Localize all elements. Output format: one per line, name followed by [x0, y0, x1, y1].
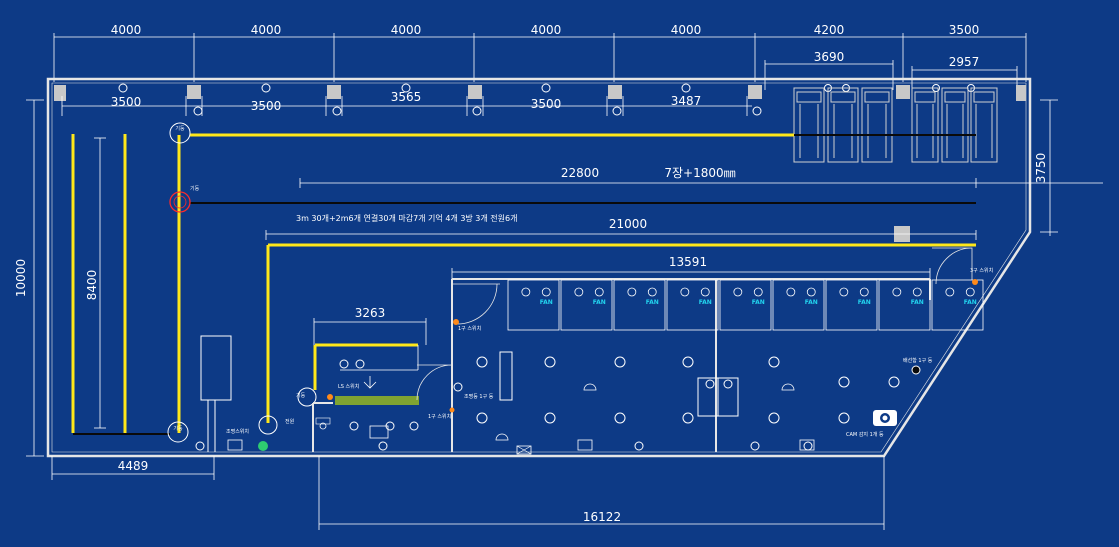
dim-21000: 21000: [265, 217, 977, 240]
label-cam-sensor: CAM 감지 1개 등: [846, 431, 884, 438]
fan-icon: [647, 287, 657, 297]
dim-top-7: 3500: [949, 23, 980, 37]
dim-13591: 13591: [451, 255, 931, 280]
dim-22800-note: 7장+1800㎜: [664, 166, 735, 180]
fan-label: FAN: [805, 299, 818, 306]
fan-unit: [825, 279, 878, 331]
fan-unit: [507, 279, 560, 331]
fan-icon: [733, 287, 743, 297]
dim-top-3: 4000: [391, 23, 422, 37]
fan-icon: [680, 287, 690, 297]
label-1gang-switch-a: 1구 스위치: [428, 413, 451, 420]
dim-22800: 22800 7장+1800㎜: [299, 166, 1103, 188]
fan-icon: [806, 287, 816, 297]
outer-walls: [46, 77, 1032, 458]
fan-label: FAN: [540, 299, 553, 306]
dim-16122-value: 16122: [583, 510, 621, 524]
label-column-top: 기둥: [175, 125, 185, 132]
label-panel-light: 배선함 1구 등: [903, 357, 933, 364]
fan-unit: [613, 279, 666, 331]
fan-label: FAN: [699, 299, 712, 306]
dim-10000: 10000: [14, 99, 44, 457]
alert-circle: [169, 191, 191, 213]
label-ls-switch: LS 스위치: [338, 383, 359, 390]
fan-icon: [627, 287, 637, 297]
dim-inner-5: 3487: [671, 94, 702, 108]
fan-icon: [965, 287, 975, 297]
dim-8400-value: 8400: [85, 270, 99, 301]
dim-top-4: 4000: [531, 23, 562, 37]
dim-inner-2: 3500: [251, 99, 282, 113]
dim-22800-value: 22800: [561, 166, 599, 180]
inner-dimension-chain: 3500 3500 3565 3500 3487: [61, 90, 752, 116]
label-column-alert: 기둥: [190, 185, 200, 192]
rack-units: [793, 87, 998, 163]
label-column-mid: 기둥: [296, 392, 306, 399]
dim-3263-value: 3263: [355, 306, 386, 320]
label-column-bottom: 기둥: [173, 425, 183, 432]
dim-10000-value: 10000: [14, 259, 28, 297]
annotation-labels: LS 스위치 조명스위치 1구 스위치 1구 스위치 조명등 1구 등 3구 스…: [226, 267, 993, 438]
fan-unit: [878, 279, 931, 331]
label-power: 전원: [285, 418, 295, 425]
fan-unit: [719, 279, 772, 331]
dim-3690: 3690: [814, 50, 845, 64]
dim-4489-value: 4489: [118, 459, 149, 473]
fan-icon: [753, 287, 763, 297]
label-3gang-switch: 3구 스위치: [970, 267, 993, 274]
dim-top-2: 4000: [251, 23, 282, 37]
label-light-switch: 조명스위치: [226, 428, 249, 435]
dim-21000-value: 21000: [609, 217, 647, 231]
top-dimension-chain: 4000 4000 4000 4000 4000 4200 3500 3690 …: [53, 23, 1027, 90]
fan-icon: [945, 287, 955, 297]
fan-icon: [521, 287, 531, 297]
dim-top-1: 4000: [111, 23, 142, 37]
fan-icon: [594, 287, 604, 297]
dim-4489: 4489: [51, 456, 215, 480]
dim-13591-value: 13591: [669, 255, 707, 269]
dim-3263: 3263: [313, 306, 427, 371]
fan-label: FAN: [752, 299, 765, 306]
power-indicator: [258, 441, 268, 451]
label-light-1gang: 조명등 1구 등: [464, 393, 494, 400]
fan-label: FAN: [911, 299, 924, 306]
dim-inner-4: 3500: [531, 97, 562, 111]
dim-inner-3: 3565: [391, 90, 422, 104]
fan-icon: [892, 287, 902, 297]
fan-icon: [541, 287, 551, 297]
fan-unit: [666, 279, 719, 331]
dim-16122: 16122: [318, 456, 885, 530]
fan-unit: [931, 279, 984, 331]
dim-2957: 2957: [949, 55, 980, 69]
dim-top-5: 4000: [671, 23, 702, 37]
fan-label: FAN: [593, 299, 606, 306]
dim-3750: 3750: [1034, 99, 1058, 236]
inner-room: [312, 247, 973, 452]
dim-8400: 8400: [85, 137, 106, 429]
fan-icon: [574, 287, 584, 297]
install-note: 3m 30개+2m6개 연결30개 마감7개 기억 4개 3방 3개 전원6개: [296, 213, 517, 223]
highlight-bar: [335, 396, 419, 405]
fan-icon: [859, 287, 869, 297]
fan-label: FAN: [964, 299, 977, 306]
dim-top-6: 4200: [814, 23, 845, 37]
fan-row: FAN FAN FAN FAN FAN FAN FAN FAN FAN: [507, 279, 984, 331]
dim-inner-1: 3500: [111, 95, 142, 109]
camera-icon: [873, 410, 897, 426]
fan-icon: [700, 287, 710, 297]
interior-fixtures: [195, 279, 978, 455]
light-tracks: [71, 133, 976, 435]
fan-label: FAN: [646, 299, 659, 306]
column-markers: 기둥 기둥 기둥 전원 기둥: [167, 122, 317, 443]
label-1gang-switch-b: 1구 스위치: [458, 325, 481, 332]
dim-3750-value: 3750: [1034, 153, 1048, 184]
fan-icon: [786, 287, 796, 297]
fan-icon: [839, 287, 849, 297]
fan-unit: [772, 279, 825, 331]
fan-icon: [912, 287, 922, 297]
fan-label: FAN: [858, 299, 871, 306]
fan-unit: [560, 279, 613, 331]
